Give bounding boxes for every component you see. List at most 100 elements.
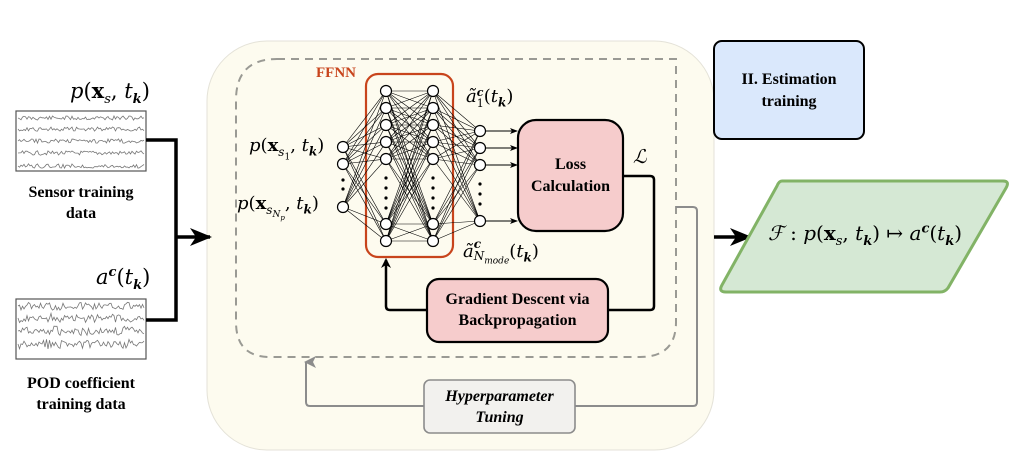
time-sub: k — [523, 250, 532, 265]
nn-input-last-label: p(xsNp, tk) — [237, 193, 319, 222]
waveform-line — [17, 163, 145, 170]
gradient-line1: Gradient Descent via — [445, 291, 590, 308]
output-to-loss-arrows — [486, 128, 518, 224]
nn-edge — [432, 130, 481, 143]
nn-ellipsis-dot — [431, 206, 435, 210]
nn-node — [336, 140, 350, 154]
time-var: t — [855, 221, 864, 245]
nn-edge — [432, 164, 481, 242]
nn-node — [336, 200, 350, 214]
nn-edge — [342, 90, 387, 165]
nn-node — [426, 135, 440, 149]
gradient-to-ffnn-connector — [381, 258, 427, 312]
sensor-symbol: p(xs, tk) — [70, 78, 150, 108]
sub: s — [104, 92, 111, 108]
nn-node — [379, 84, 393, 98]
func: a — [96, 265, 109, 289]
nn-edge — [342, 141, 387, 165]
bold-var: x — [267, 135, 279, 156]
F: ℱ — [768, 221, 784, 245]
nn-edge — [342, 146, 387, 225]
nn-edge — [385, 223, 434, 242]
input-merge-connector — [146, 138, 178, 322]
pod-label-line1: POD coefficient — [27, 375, 135, 392]
nn-edge — [342, 206, 387, 225]
nn-node — [473, 141, 487, 155]
nn-ellipsis-dot — [431, 196, 435, 200]
nn-ellipsis-dot — [384, 176, 388, 180]
time-var: t — [301, 135, 309, 156]
func: p — [70, 79, 84, 103]
hyperparameter-tuning-box — [423, 379, 576, 434]
time-sub: k — [303, 202, 312, 217]
nn-nodes — [336, 84, 487, 248]
sub: s — [278, 144, 285, 159]
nn-edge — [385, 90, 434, 126]
nn-edge — [342, 141, 387, 208]
sensor-label-line2: data — [65, 205, 97, 222]
loss-box-label: Loss Calculation — [518, 154, 623, 198]
mapping-output-parallelogram — [719, 179, 1009, 294]
subsub: mode — [484, 256, 510, 267]
nn-ellipsis-dot — [384, 206, 388, 210]
out-sup: c — [921, 221, 930, 237]
nn-edge — [432, 107, 481, 132]
colon: : — [783, 221, 804, 245]
time-var: t — [490, 86, 498, 107]
waveform-line — [17, 311, 145, 324]
nn-node — [473, 124, 487, 138]
waveform-line — [17, 325, 145, 337]
time-var: t — [296, 193, 304, 214]
nn-edge — [342, 158, 387, 208]
sub: 1 — [476, 96, 484, 110]
nn-ellipsis-dot — [431, 186, 435, 190]
nn-edge — [385, 158, 434, 242]
nn-edge — [385, 90, 434, 143]
loss-symbol: ℒ — [633, 146, 647, 168]
waveform-line — [17, 150, 145, 156]
nn-edge — [342, 206, 387, 242]
nn-edge — [432, 124, 481, 222]
func: p — [237, 193, 249, 214]
hyper-line2: Tuning — [475, 409, 524, 426]
nn-node — [426, 217, 440, 231]
nn-edge — [342, 107, 387, 165]
nn-edge — [432, 220, 481, 225]
nn-node — [426, 234, 440, 248]
dashed-loop-region — [235, 58, 677, 358]
estimation-box-label: II. Estimation training — [714, 69, 864, 113]
sensor-label-line1: Sensor training — [28, 184, 134, 201]
sub: s — [266, 202, 273, 217]
nn-node — [379, 217, 393, 231]
sup: c — [108, 265, 117, 280]
nn-edge — [432, 220, 481, 242]
sup: c — [476, 85, 484, 99]
waveform-line — [17, 138, 145, 145]
sub: s — [835, 234, 843, 249]
nn-edge — [432, 90, 481, 222]
subsub: 1 — [284, 151, 291, 162]
loss-line2: Calculation — [530, 178, 611, 195]
time-var: t — [124, 265, 134, 289]
sub: N — [473, 249, 485, 263]
func: ã — [466, 86, 477, 107]
pod-label: POD coefficient training data — [6, 373, 156, 415]
waveform-line — [17, 301, 145, 312]
nn-edges — [342, 90, 481, 242]
nn-ellipsis-dot — [384, 196, 388, 200]
nn-node — [379, 152, 393, 166]
nn-node — [426, 118, 440, 132]
nn-node — [473, 214, 487, 228]
subsubsub: p — [280, 213, 285, 222]
func: ã — [463, 240, 474, 262]
bold-var: x — [91, 78, 105, 103]
out-func: a — [909, 221, 922, 245]
loss-line1: Loss — [554, 156, 587, 173]
time-sub: k — [863, 234, 873, 249]
nn-ellipsis-dot — [478, 202, 482, 206]
nn-edge — [342, 163, 387, 242]
nn-edge — [432, 107, 481, 222]
estimation-training-box — [713, 40, 865, 140]
